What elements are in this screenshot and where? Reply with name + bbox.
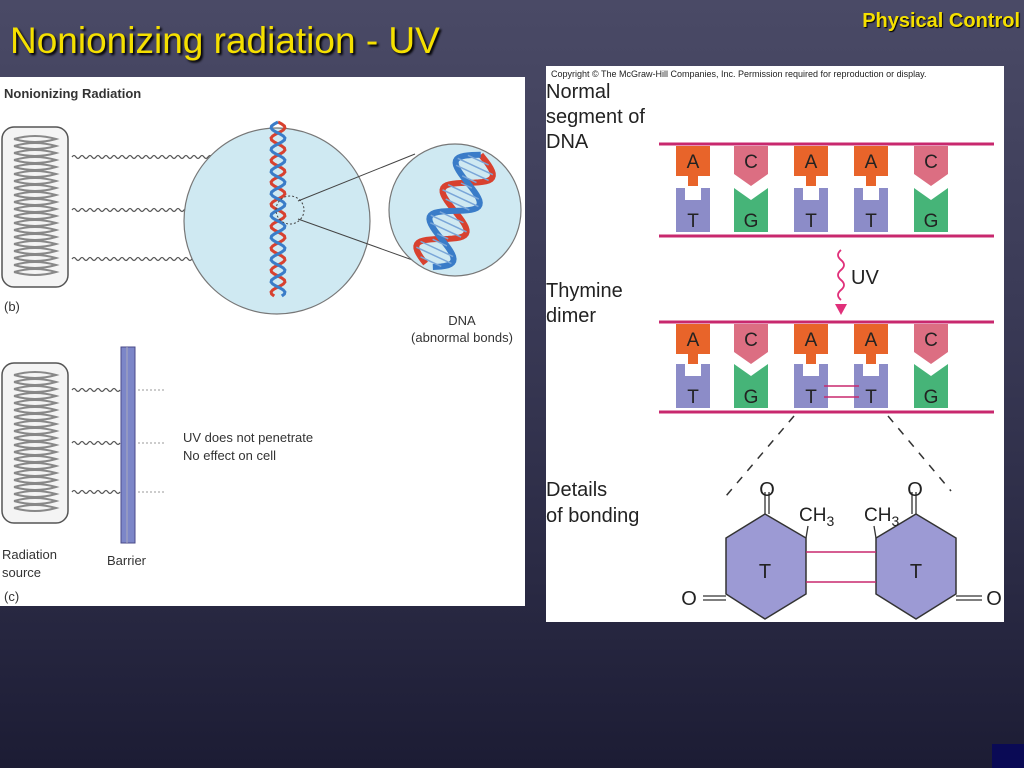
base-label-bottom: G [924,387,939,408]
slide-title: Nonionizing radiation - UV [10,20,440,61]
source-label-line-1: Radiation [2,547,57,562]
base-label-top: C [744,152,758,173]
uv-arrow [835,249,847,315]
normal-label-2: segment of [546,106,645,128]
base-pair: CG [734,324,768,408]
base-pair: CG [914,324,948,408]
base-label-top: A [865,152,878,173]
blocked-ray-traces [138,389,165,493]
detail-zoom-lines [725,415,952,497]
uv-rays-c [71,387,121,495]
base-label-bottom: T [805,387,817,408]
base-pair: AT [676,324,710,408]
base-label-bottom: G [744,387,759,408]
dna-sublabel: (abnormal bonds) [411,330,513,345]
base-label-top: A [687,152,700,173]
details-label-1: Details [546,479,607,501]
dimer-label-1: Thymine [546,280,623,302]
barrier [120,346,136,544]
copyright-notice: Copyright © The McGraw-Hill Companies, I… [551,69,926,79]
thymine-dimer-svg: Copyright © The McGraw-Hill Companies, I… [546,69,1002,620]
dimer-bonds [824,385,859,398]
panel-b-label: (b) [4,299,20,314]
methyl-right: CH3 [864,505,899,529]
normal-label-1: Normal [546,81,610,103]
base-label-top: A [805,330,818,351]
base-label-bottom: G [744,211,759,232]
methyl-left: CH3 [799,505,834,529]
base-pair: AT [676,146,710,232]
dna-label: DNA [448,313,476,328]
base-label-top: A [805,152,818,173]
figure-heading: Nonionizing Radiation [4,86,141,101]
ring-label-right: T [910,561,922,583]
uv-label: UV [851,267,879,289]
ring-label-left: T [759,561,771,583]
base-label-bottom: T [865,211,877,232]
cyclobutane-bonds [806,551,876,583]
thymine-ring-left [703,492,807,620]
base-pair: AT [854,146,888,232]
base-label-top: A [865,330,878,351]
note-line-2: No effect on cell [183,448,276,463]
oxygen-top-left: O [759,479,775,501]
details-label-2: of bonding [546,505,639,527]
note-line-1: UV does not penetrate [183,430,313,445]
dimer-label-2: dimer [546,305,596,327]
base-pair: AT [794,146,828,232]
base-pair: CG [914,146,948,232]
thymine-ring-right [875,492,982,620]
base-label-top: A [687,330,700,351]
panel-c-label: (c) [4,589,19,604]
base-pair: AT [854,324,888,408]
radiation-source-lamp-b [1,126,69,288]
section-label: Physical Control [862,10,1020,32]
base-pair: CG [734,146,768,232]
source-label-line-2: source [2,565,41,580]
base-label-bottom: G [924,211,939,232]
base-label-bottom: T [865,387,877,408]
normal-label-3: DNA [546,131,589,153]
corner-mark [992,744,1024,768]
thymine-dimer-figure: Copyright © The McGraw-Hill Companies, I… [546,66,1004,622]
nonionizing-figure-svg: Nonionizing Radiation (b) DNA (abnormal … [1,86,522,604]
zoom-line-top [297,153,416,202]
radiation-source-lamp-c [1,362,69,524]
barrier-label: Barrier [107,553,147,568]
zoom-line-bottom [297,218,433,268]
oxygen-right: O [986,588,1002,610]
base-label-top: C [744,330,758,351]
base-label-top: C [924,152,938,173]
dna-strands [659,142,994,414]
base-label-bottom: T [687,211,699,232]
nonionizing-radiation-figure: Nonionizing Radiation (b) DNA (abnormal … [0,77,525,606]
zoom-spot [275,195,305,225]
oxygen-left: O [681,588,697,610]
dna-helix-large [413,151,496,270]
oxygen-top-right: O [907,479,923,501]
base-pair: AT [794,324,828,408]
base-label-bottom: T [805,211,817,232]
base-label-bottom: T [687,387,699,408]
base-label-top: C [924,330,938,351]
